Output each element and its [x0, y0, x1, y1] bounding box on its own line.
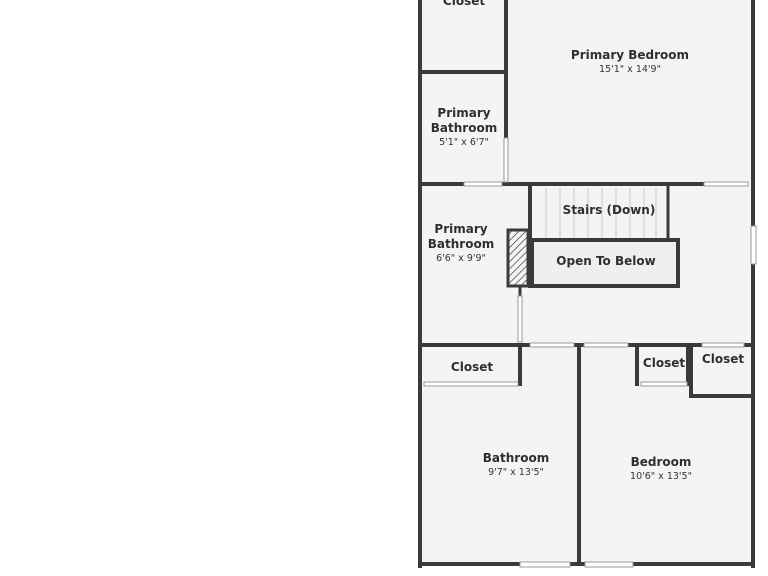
room-name: Primary Bedroom — [570, 48, 690, 62]
room-dimensions: 5'1" x 6'7" — [439, 137, 489, 148]
room-dimensions: 15'1" x 14'9" — [599, 64, 661, 75]
room-closet-right: Closet — [694, 352, 752, 367]
room-primary-bathroom-2: Primary Bathroom 6'6" x 9'9" — [424, 222, 498, 265]
room-name: Primary Bathroom — [430, 106, 498, 135]
room-open-to-below: Open To Below — [534, 254, 678, 269]
room-name: Closet — [701, 352, 745, 366]
room-closet-top: Closet — [424, 0, 504, 9]
room-name: Closet — [442, 0, 486, 8]
room-name: Bathroom — [482, 451, 550, 465]
room-name: Bedroom — [630, 455, 692, 469]
room-closet-mid: Closet — [639, 356, 689, 371]
room-dimensions: 9'7" x 13'5" — [488, 467, 544, 478]
room-name: Open To Below — [556, 254, 656, 268]
room-primary-bathroom-1: Primary Bathroom 5'1" x 6'7" — [424, 106, 504, 149]
chimney-block — [506, 228, 530, 288]
room-dimensions: 6'6" x 9'9" — [436, 253, 486, 264]
room-name: Stairs (Down) — [562, 203, 656, 217]
room-dimensions: 10'6" x 13'5" — [630, 471, 692, 482]
room-bedroom: Bedroom 10'6" x 13'5" — [601, 455, 721, 483]
room-name: Closet — [642, 356, 686, 370]
room-name: Closet — [450, 360, 494, 374]
door-openings — [423, 137, 757, 568]
room-name: Primary Bathroom — [427, 222, 495, 251]
room-bathroom: Bathroom 9'7" x 13'5" — [456, 451, 576, 479]
open-to-below-area — [532, 240, 678, 286]
room-closet-left: Closet — [424, 360, 520, 375]
room-primary-bedroom: Primary Bedroom 15'1" x 14'9" — [520, 48, 740, 76]
stairs-treads — [545, 188, 657, 238]
room-stairs: Stairs (Down) — [534, 203, 684, 218]
